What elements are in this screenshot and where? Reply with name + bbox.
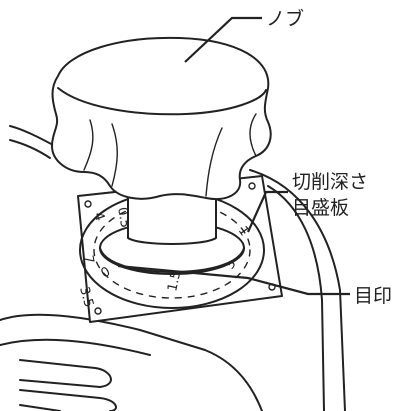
leader-lines xyxy=(117,16,350,296)
cable xyxy=(9,125,56,159)
index-mark-label: 目印 xyxy=(354,285,392,307)
dial-number: 1.5 xyxy=(165,269,184,292)
knob-shaft xyxy=(127,185,217,245)
dial-number: 7 xyxy=(80,254,96,265)
index-mark-leader xyxy=(117,264,350,296)
knob-label: ノブ xyxy=(266,7,304,30)
machine-housing xyxy=(0,169,346,411)
depth-scale-label-line2: 目盛板 xyxy=(292,197,349,219)
knob-leader xyxy=(184,16,262,63)
depth-scale-leader xyxy=(246,190,288,233)
knob[interactable] xyxy=(51,36,272,200)
depth-scale-label-line1: 切削深さ xyxy=(292,171,368,193)
dial-number: 3.5 xyxy=(76,285,96,309)
